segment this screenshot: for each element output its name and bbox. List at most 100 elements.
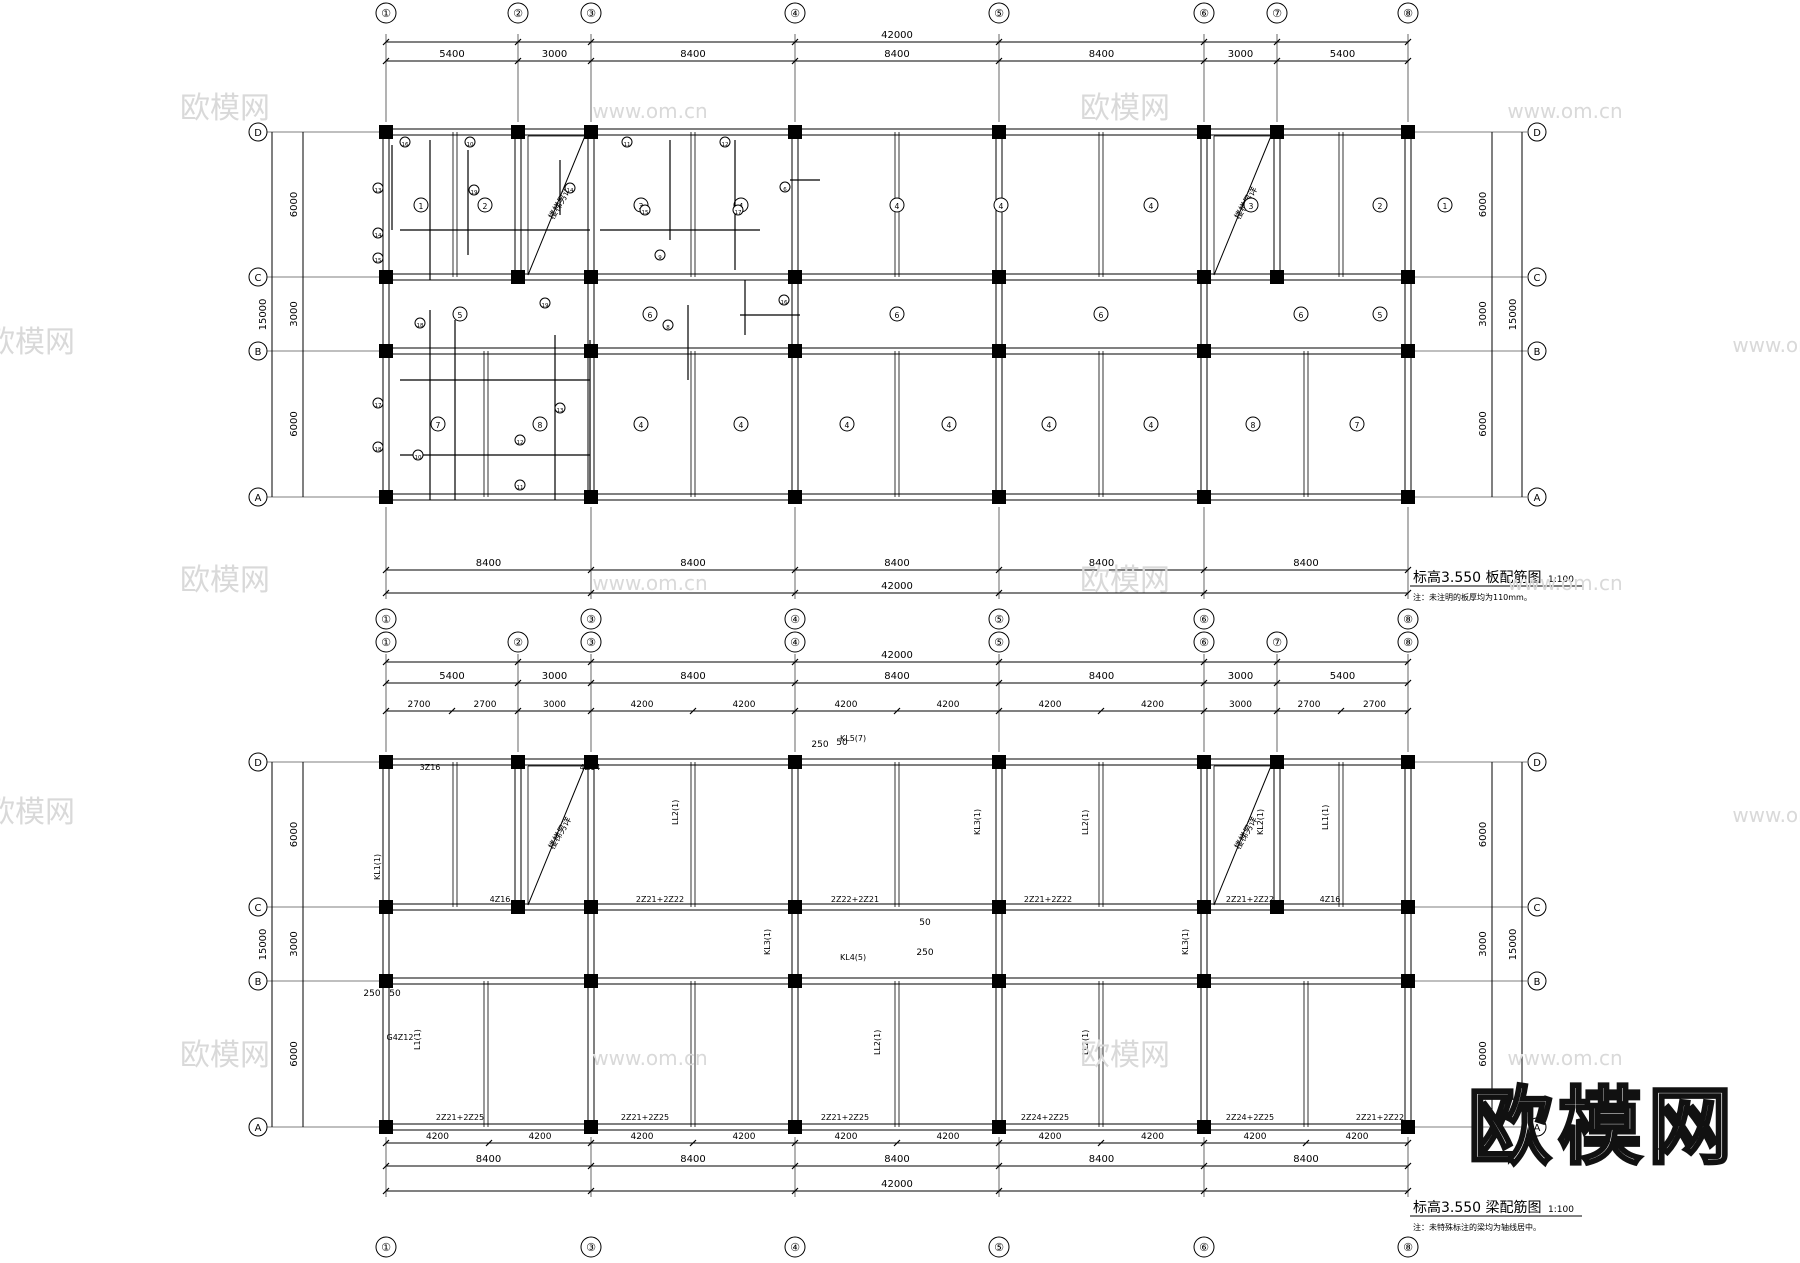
- slab-panel-number-label: 7: [1355, 421, 1360, 430]
- axis-bubble-bottom: [580, 608, 602, 630]
- axis-bubble-bottom: [580, 1236, 602, 1258]
- axis-bubble-top: [507, 2, 529, 24]
- column: [584, 974, 598, 988]
- column: [788, 974, 802, 988]
- axis-bubble-right-label: B: [1534, 347, 1541, 358]
- dim-tick: [1404, 679, 1412, 687]
- dim-tick: [689, 1139, 697, 1147]
- drawing-scale: 1:100: [1548, 1205, 1574, 1215]
- axis-bubble-top-label: ⑤: [994, 7, 1004, 20]
- dim-tick: [1200, 1162, 1208, 1170]
- dim-tick: [1200, 38, 1208, 46]
- dim-tick: [995, 589, 1003, 597]
- axis-bubble-bottom-label: ③: [586, 613, 596, 626]
- reinforcement-note: 2Z22+2Z21: [831, 895, 879, 904]
- column: [1270, 125, 1284, 139]
- dim-tick: [485, 1139, 493, 1147]
- axis-bubble-bottom: [784, 608, 806, 630]
- column: [992, 900, 1006, 914]
- slab-panel-number-label: 2: [483, 202, 488, 211]
- axis-bubble-right: [1527, 341, 1547, 361]
- rebar-mark-label: 13: [557, 408, 564, 414]
- rebar-mark: [372, 252, 384, 264]
- dim-top-total: 42000: [881, 30, 913, 41]
- axis-bubble-bottom-label: ⑧: [1403, 1241, 1413, 1254]
- rebar-mark-label: 19: [471, 190, 478, 196]
- dim-tick: [382, 1139, 390, 1147]
- rebar-mark-label: 12: [722, 142, 729, 148]
- dim-bottom-sub: 4200: [1141, 1132, 1164, 1142]
- dim-top: 5400: [439, 671, 464, 682]
- axis-bubble-bottom: [784, 1236, 806, 1258]
- dim-tick: [514, 658, 522, 666]
- axis-bubble-bottom-label: ⑤: [994, 1241, 1004, 1254]
- axis-bubble-top: [1193, 2, 1215, 24]
- slab-panel-number-label: 5: [1378, 311, 1383, 320]
- offset-dim: 50: [836, 738, 848, 748]
- rebar-mark: [732, 204, 744, 216]
- dim-tick: [587, 1162, 595, 1170]
- dim-tick: [1404, 566, 1412, 574]
- drawing-note: 注：未特殊标注的梁均为轴线居中。: [1413, 1222, 1541, 1232]
- slab-panel-number: [1372, 306, 1388, 322]
- watermark: 欧模网: [0, 795, 75, 830]
- slab-panel-number: [1143, 416, 1159, 432]
- column: [511, 125, 525, 139]
- axis-bubble-left-label: B: [255, 977, 262, 988]
- dim-sub: 4200: [1141, 700, 1164, 710]
- dim-sub: 4200: [733, 700, 756, 710]
- drawing-title: 标高3.550 板配筋图: [1413, 569, 1542, 586]
- dim-bottom-sub: 4200: [937, 1132, 960, 1142]
- column: [788, 125, 802, 139]
- dim-tick: [587, 38, 595, 46]
- column: [584, 1120, 598, 1134]
- slab-panel-number-label: 8: [538, 421, 543, 430]
- offset-dim: 50: [389, 989, 401, 999]
- axis-bubble-top: [580, 2, 602, 24]
- slab-panel-number-label: 4: [739, 421, 744, 430]
- dim-tick: [995, 1139, 1003, 1147]
- dim-bottom-sub: 4200: [835, 1132, 858, 1142]
- dim-tick: [1404, 658, 1412, 666]
- axis-bubble-bottom-label: ①: [381, 613, 391, 626]
- reinforcement-note: 4Z14: [580, 763, 601, 772]
- rebar-mark: [621, 136, 633, 148]
- watermark: www.om.cn: [1732, 333, 1800, 357]
- dim-left: 6000: [289, 411, 300, 436]
- dim-bottom-sub: 4200: [529, 1132, 552, 1142]
- dim-tick: [587, 679, 595, 687]
- slab-panel-number: [1143, 197, 1159, 213]
- watermark: www.om.cn: [1732, 803, 1800, 827]
- axis-bubble-top-label: ⑥: [1199, 636, 1209, 649]
- dim-tick: [893, 1139, 901, 1147]
- dim-top: 3000: [542, 49, 567, 60]
- dim-left: 6000: [289, 1041, 300, 1066]
- dim-top: 3000: [542, 671, 567, 682]
- slab-panel-number-label: 4: [639, 421, 644, 430]
- dim-bottom: 8400: [884, 1154, 909, 1165]
- rebar-mark: [662, 319, 674, 331]
- dim-tick: [791, 658, 799, 666]
- dim-tick: [995, 1162, 1003, 1170]
- dim-sub: 4200: [631, 700, 654, 710]
- dim-tick: [382, 1187, 390, 1195]
- axis-bubble-top: [375, 631, 397, 653]
- axis-bubble-bottom: [1397, 608, 1419, 630]
- column: [1401, 755, 1415, 769]
- axis-bubble-bottom: [1193, 1236, 1215, 1258]
- dim-left: 3000: [289, 931, 300, 956]
- rebar-mark: [779, 181, 791, 193]
- axis-bubble-left: [248, 122, 268, 142]
- dim-tick: [791, 38, 799, 46]
- axis-bubble-right: [1527, 897, 1547, 917]
- axis-bubble-left: [248, 341, 268, 361]
- axis-bubble-bottom: [375, 1236, 397, 1258]
- axis-bubble-bottom-label: ⑤: [994, 613, 1004, 626]
- dim-tick: [1097, 1139, 1105, 1147]
- axis-bubble-left-label: C: [255, 273, 262, 284]
- dim-tick: [995, 658, 1003, 666]
- dim-tick: [1302, 1139, 1310, 1147]
- stair-diagonal: [1213, 135, 1272, 276]
- dim-top: 8400: [1089, 49, 1114, 60]
